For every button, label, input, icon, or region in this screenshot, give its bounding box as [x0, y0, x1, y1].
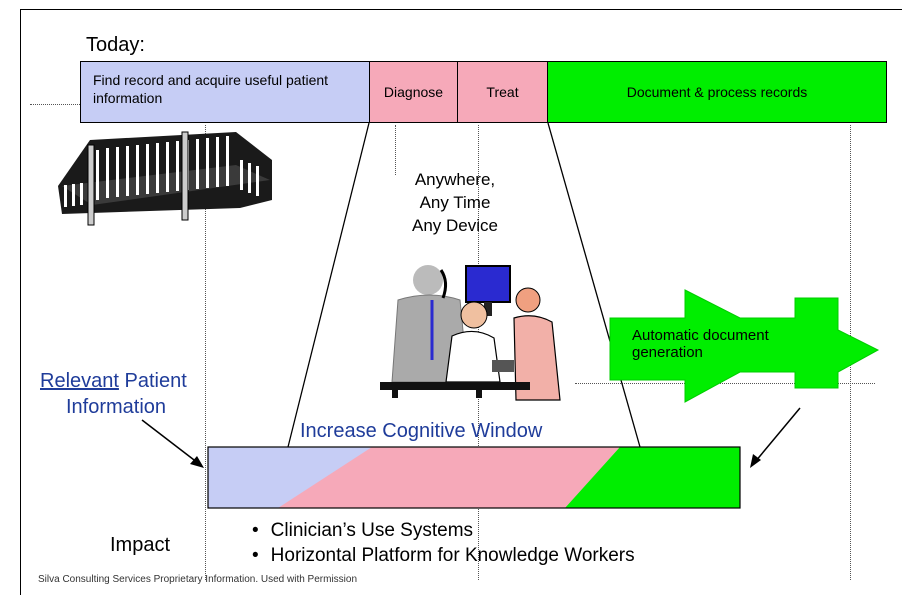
funnel-left-line [287, 122, 370, 448]
pointer-arrow-left [141, 419, 204, 468]
impact-list: Clinician’s Use Systems Horizontal Platf… [252, 518, 635, 568]
timeline-segment-label: Document & process records [626, 84, 808, 100]
availability-text: Anywhere, Any Time Any Device [360, 168, 550, 237]
funnel-right-line [547, 122, 641, 448]
guide-line [395, 125, 396, 175]
timeline-segment-find: Find record and acquire useful patient i… [80, 61, 370, 123]
relevant-word: Relevant [40, 370, 119, 392]
cognitive-window-label: Increase Cognitive Window [300, 420, 543, 442]
availability-line: Any Time [419, 193, 491, 212]
timeline-segment-treat: Treat [457, 61, 548, 123]
timeline-segment-label: Diagnose [383, 84, 444, 100]
patient-word: Patient [118, 370, 187, 392]
cognitive-window-bar [207, 446, 741, 509]
availability-line: Any Device [412, 216, 498, 235]
guide-line [575, 383, 875, 384]
building-icon [58, 131, 272, 226]
footer-note: Silva Consulting Services Proprietary In… [38, 574, 358, 585]
information-word: Information [66, 396, 167, 418]
guide-line [30, 104, 80, 105]
guide-line [205, 125, 206, 580]
timeline-segment-label: Treat [486, 84, 519, 100]
availability-line: Anywhere, [414, 170, 496, 189]
slide-frame [20, 9, 902, 595]
timeline-segment-diagnose: Diagnose [369, 61, 458, 123]
timeline-segment-document: Document & process records [547, 61, 887, 123]
clinicians-computer-icon [380, 265, 561, 401]
impact-label: Impact [110, 534, 171, 556]
timeline-segment-label: Find record and acquire useful patient i… [93, 72, 329, 106]
impact-bullet: Clinician’s Use Systems [252, 518, 635, 543]
pointer-arrow-right [750, 407, 801, 468]
today-label: Today: [86, 34, 145, 56]
green-arrow-icon [609, 289, 880, 403]
impact-bullet: Horizontal Platform for Knowledge Worker… [252, 543, 635, 568]
auto-doc-generation-label: Automatic document generation [632, 327, 769, 361]
relevant-patient-info-label: Relevant Patient Information [40, 368, 187, 420]
